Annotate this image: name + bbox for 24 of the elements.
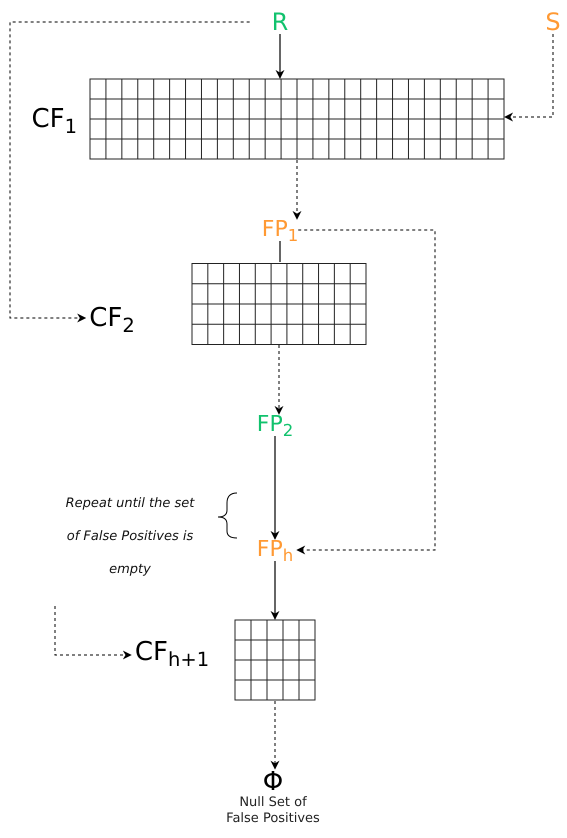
- variable-label: S: [545, 10, 561, 34]
- arrow: [270, 436, 280, 540]
- variable-label: FP$_{h}$: [256, 539, 294, 561]
- filter-label: CF$_{h+1}$: [134, 639, 210, 665]
- note-text: Repeat until the set of False Positives is empty: [64, 495, 196, 579]
- arrow: [504, 34, 554, 122]
- arrow: [54, 606, 132, 660]
- connector-line: [279, 241, 281, 262]
- variable-label: R: [272, 10, 288, 34]
- arrow: [274, 344, 284, 415]
- arrow: [276, 34, 284, 79]
- caption-text: Null Set of False Positives: [225, 794, 321, 828]
- arrow: [10, 22, 250, 322]
- null-set-symbol: Φ: [262, 768, 284, 795]
- variable-label: FP$_{1}$: [262, 219, 298, 241]
- arrow: [292, 160, 302, 220]
- filter-label: CF$_{2}$: [89, 305, 135, 331]
- bit-array-grid: [191, 262, 367, 345]
- arrow: [270, 561, 280, 620]
- arrow: [270, 700, 280, 770]
- bit-array-grid: [234, 619, 316, 701]
- variable-label: FP$_{2}$: [256, 414, 294, 436]
- filter-label: CF$_{1}$: [31, 106, 77, 132]
- arrow: [296, 230, 436, 554]
